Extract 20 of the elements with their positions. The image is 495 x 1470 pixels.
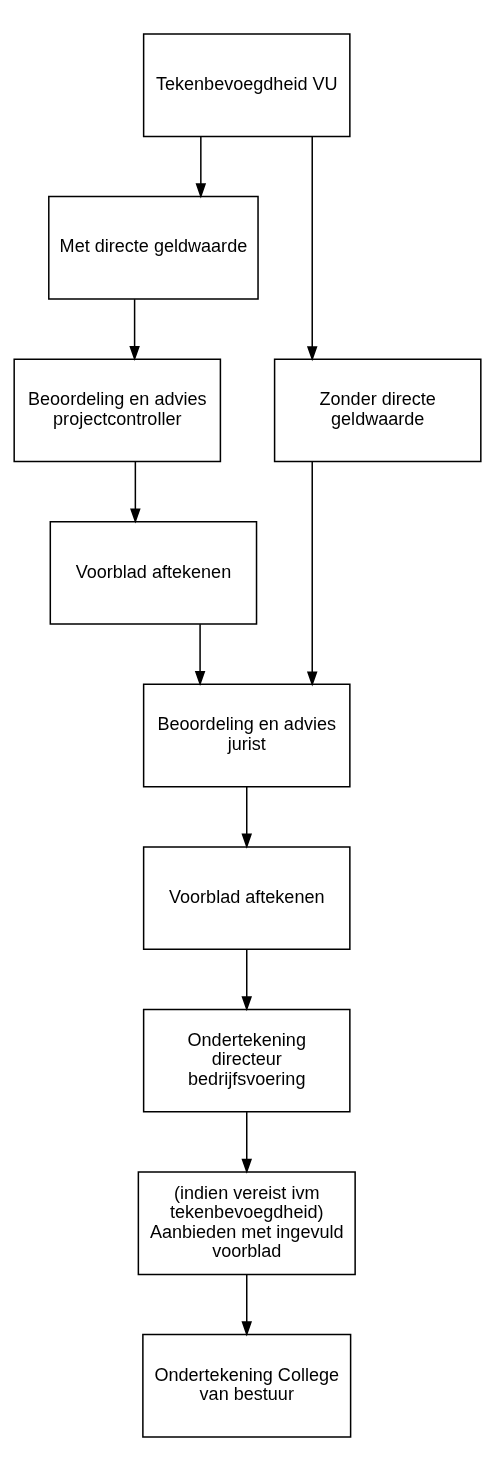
node-box: Beoordeling en advies projectcontroller — [13, 357, 222, 462]
arrow — [241, 1110, 253, 1174]
arrow — [241, 785, 253, 849]
arrow — [306, 135, 318, 361]
node-box: Tekenbevoegdheid VU — [142, 32, 351, 137]
node-box: Met directe geldwaarde — [48, 195, 259, 300]
node-box: Voorblad aftekenen — [142, 845, 351, 950]
arrow — [129, 297, 140, 361]
node-box: Beoordeling en advies jurist — [142, 683, 351, 787]
arrow — [130, 460, 141, 524]
node-box: (indien vereist ivm tekenbevoegdheid) Aanbieden met ingevuld voorblad — [137, 1170, 356, 1275]
node-box: Voorblad aftekenen — [49, 520, 258, 625]
node-box: Ondertekening directeur bedrijfsvoering — [142, 1008, 351, 1113]
node-box: Ondertekening College van bestuur — [142, 1333, 352, 1438]
arrow — [241, 948, 253, 1011]
arrow — [241, 1273, 253, 1336]
arrow — [194, 623, 206, 686]
arrow — [195, 135, 207, 198]
node-box: Zonder directe geldwaarde — [273, 357, 482, 462]
arrow — [306, 460, 318, 686]
